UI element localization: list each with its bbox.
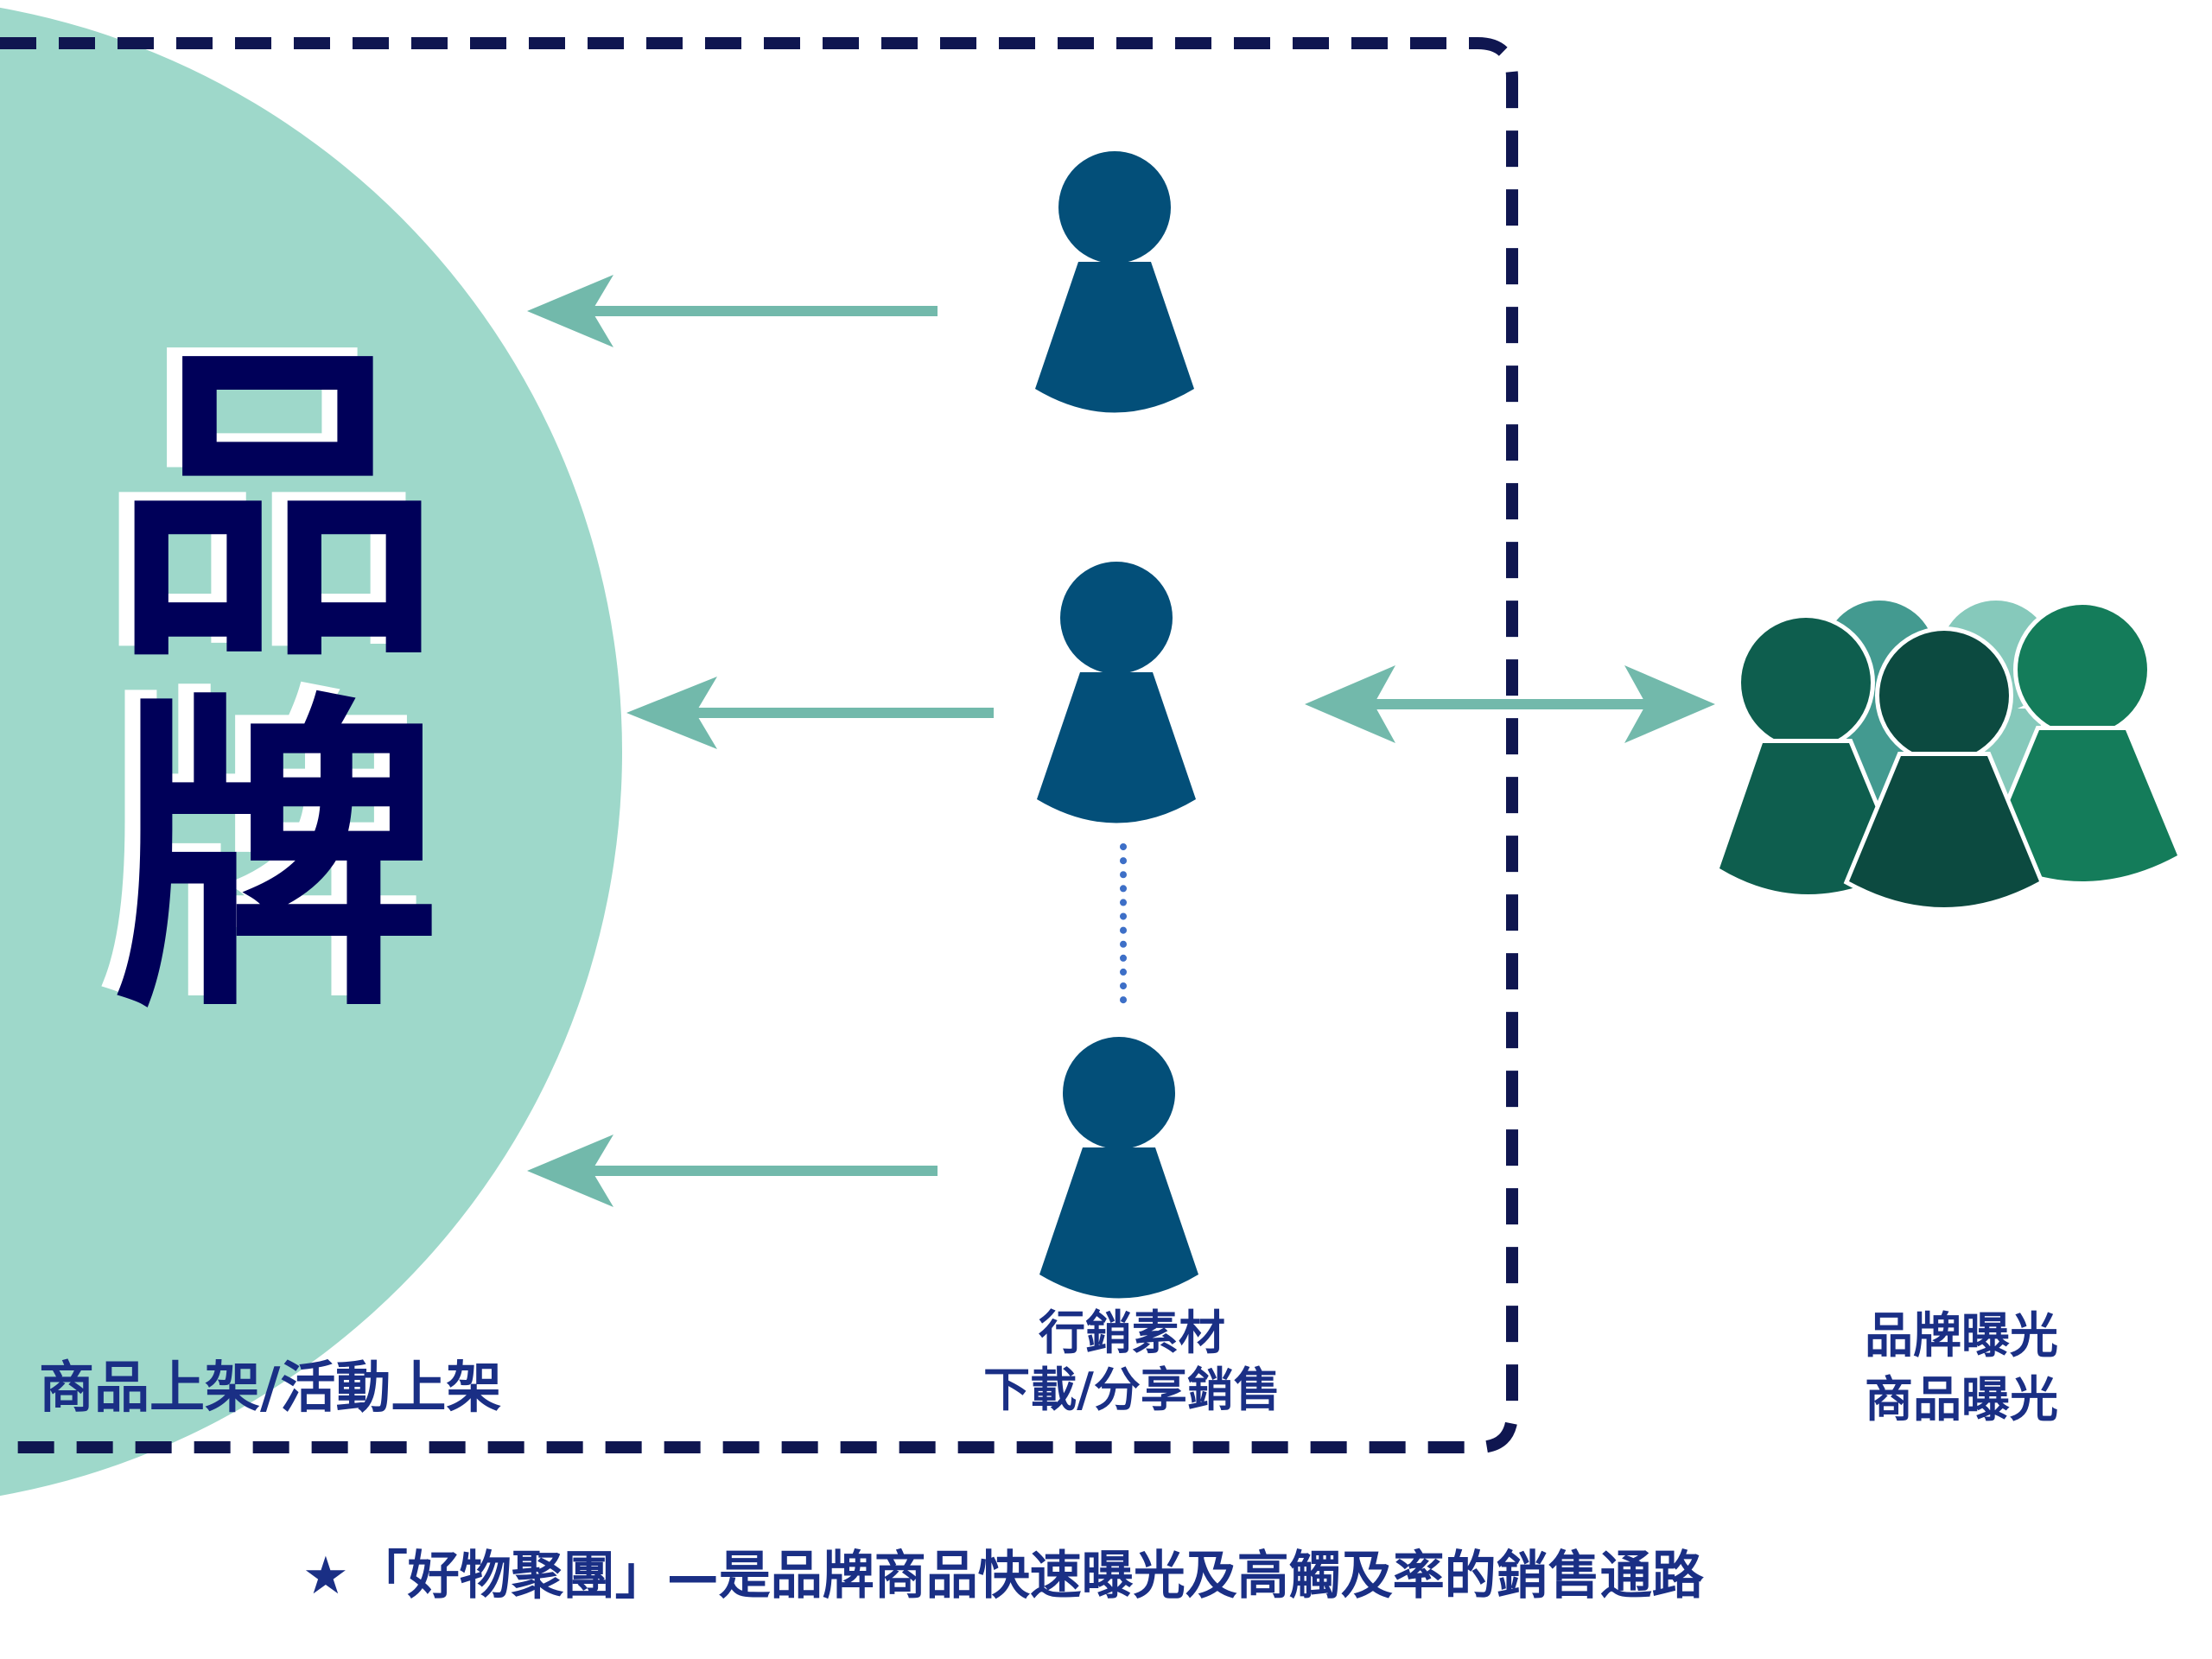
brand-title-char-2: 牌 [112,668,441,1051]
exposure-caption-line-1: 品牌曝光 [1865,1308,2058,1364]
brand-circle [0,7,622,1497]
group-icon [1713,601,2183,912]
person-icon [1037,562,1196,823]
exposure-caption: 品牌曝光 商品曝光 [1832,1305,2091,1433]
footer-statement: ★「好物聚團」—是品牌商品快速曝光及高觸及率的銷售通路 [302,1534,1944,1609]
star-icon: ★ [302,1546,349,1606]
person-icon [1039,1037,1198,1299]
exposure-caption-line-2: 商品曝光 [1865,1372,2058,1428]
materials-caption-line-2: 下載/分享銷售 [983,1363,1281,1417]
materials-caption-line-1: 行銷素材 [1039,1306,1225,1360]
arrow-icon [626,677,994,749]
brand-title-char-1: 品 [112,318,441,701]
dashed-boundary [0,37,1518,1453]
materials-caption: 行銷素材 下載/分享銷售 [959,1305,1305,1419]
brand-caption: 商品上架/活動上架 [39,1357,502,1421]
footer-text: 「好物聚團」—是品牌商品快速曝光及高觸及率的銷售通路 [355,1546,1704,1606]
arrow-icon [527,275,938,347]
double-arrow-icon [1305,665,1715,743]
person-icon [1035,151,1194,413]
arrow-icon [527,1135,938,1207]
